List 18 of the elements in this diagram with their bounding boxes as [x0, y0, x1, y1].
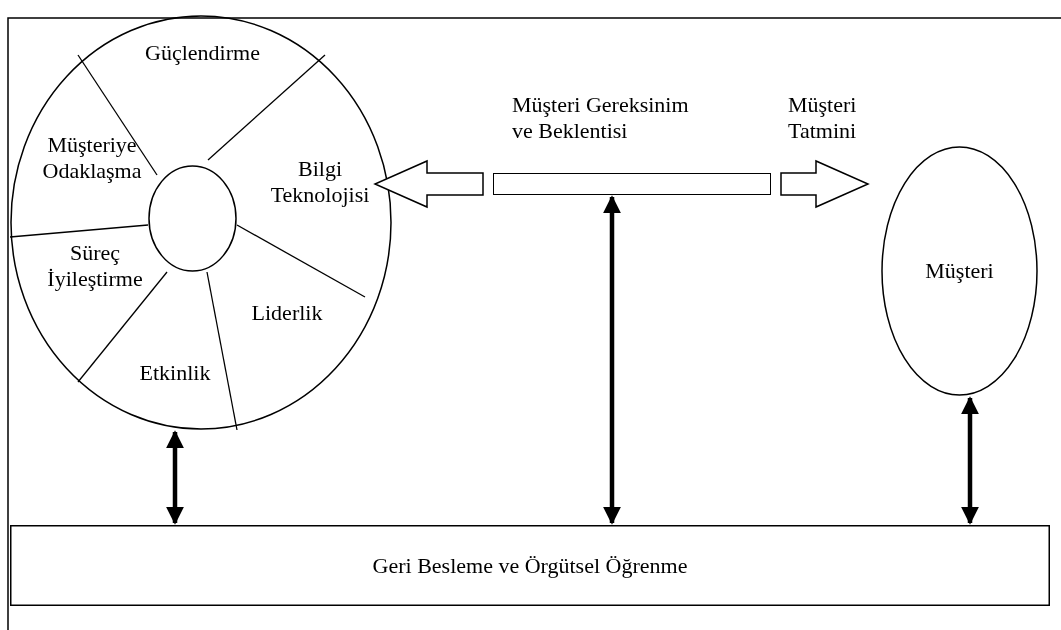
satisfaction-label: Müşteri Tatmini — [788, 92, 858, 144]
segment-label: Etkinlik — [125, 360, 225, 390]
hub-circle — [148, 165, 237, 272]
center-bar — [493, 173, 771, 195]
segment-label: Bilgi Teknolojisi — [252, 156, 388, 212]
double-arrow — [166, 430, 184, 525]
need-label: Müşteri Gereksinim ve Beklentisi — [512, 92, 690, 144]
double-arrow — [603, 195, 621, 525]
segment-label: Müşteriye Odaklaşma — [22, 132, 162, 188]
block-arrow — [780, 159, 870, 209]
segment-label: Liderlik — [232, 300, 342, 330]
wheel-circle — [10, 15, 392, 430]
segment-label: Güçlendirme — [125, 40, 280, 70]
double-arrow — [961, 396, 979, 525]
customer-label: Müşteri — [924, 258, 995, 284]
segment-label: Süreç İyileştirme — [25, 240, 165, 296]
block-arrow — [373, 159, 484, 209]
feedback-label: Geri Besleme ve Örgütsel Öğrenme — [371, 552, 689, 579]
